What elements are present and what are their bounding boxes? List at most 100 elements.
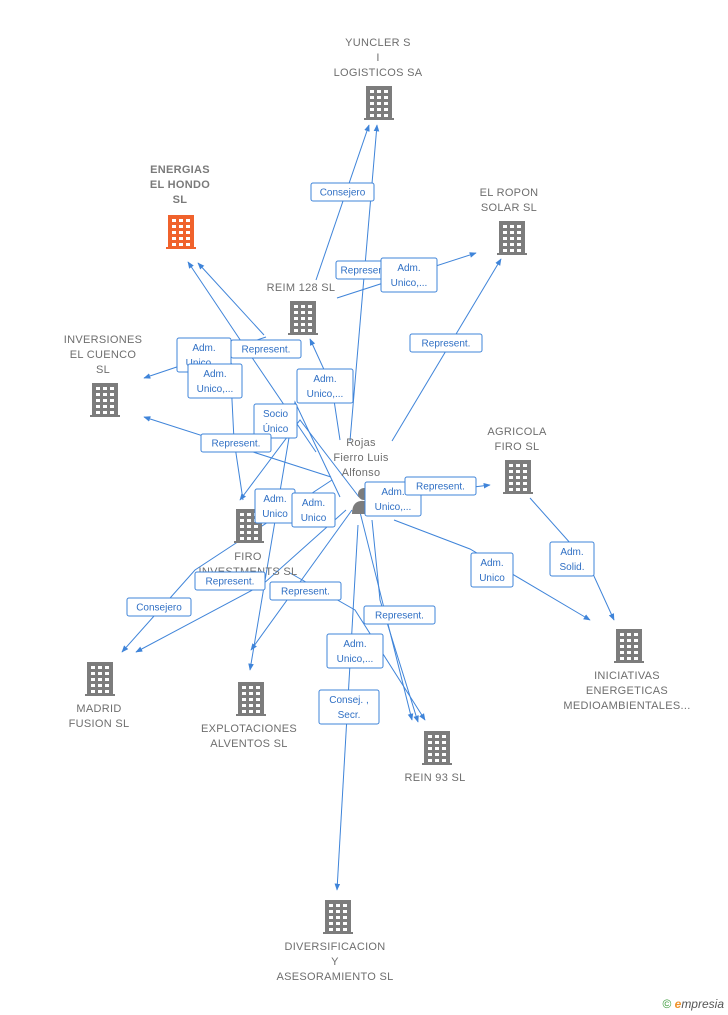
edge-label-text: Adm. (203, 369, 226, 380)
building-icon[interactable] (503, 460, 533, 494)
edge-label-box[interactable]: Represent. (404, 476, 477, 496)
node-label: EL HONDO (150, 179, 210, 191)
edge-label-box[interactable]: Represent. (230, 339, 302, 359)
edge-line (315, 124, 370, 281)
edge-line (349, 124, 380, 442)
building-icon[interactable] (288, 301, 318, 335)
node-label: ENERGETICAS (586, 685, 668, 697)
edge-labels: ConsejeroRepresent.Adm.Unico,...Represen… (126, 182, 595, 725)
edge-label-box[interactable]: Represent. (409, 333, 483, 353)
brand-footer[interactable]: © empresia (662, 997, 724, 1011)
edge-label-text: Secr. (338, 710, 361, 721)
node-explotaciones[interactable]: EXPLOTACIONES ALVENTOS SL (201, 682, 297, 750)
node-madrid[interactable]: MADRID FUSION SL (69, 662, 130, 730)
edge-label-text: Represent. (375, 611, 424, 622)
edge-label-text: Adm. (263, 494, 286, 505)
node-label: Alfonso (342, 467, 381, 479)
edge-line (239, 419, 360, 501)
edge-label-text: Unico (301, 513, 327, 524)
node-yuncler[interactable]: YUNCLER S I LOGISTICOS SA (334, 37, 423, 120)
edge-label-box[interactable]: Consejero (310, 182, 375, 202)
edge-label-text: Adm. (480, 558, 503, 569)
brand-logo: empresia (674, 997, 724, 1011)
node-label: REIM 128 SL (267, 282, 336, 294)
building-icon[interactable] (422, 731, 452, 765)
building-icon[interactable] (497, 221, 527, 255)
building-icon[interactable] (323, 900, 353, 934)
node-reim128[interactable]: REIM 128 SL (267, 282, 336, 335)
edge-label-box[interactable]: Represent. (363, 605, 436, 625)
node-label: SL (173, 194, 188, 206)
node-label: FUSION SL (69, 718, 130, 730)
edge-label-text: Consej. , (329, 695, 368, 706)
edge-label-text: Represent. (242, 345, 291, 356)
edge-label-text: Adm. (397, 263, 420, 274)
edge-label-box[interactable]: Represent. (269, 581, 342, 601)
edge-label-text: Adm. (302, 498, 325, 509)
node-label: FIRO SL (495, 441, 540, 453)
copyright-symbol: © (662, 997, 672, 1011)
building-icon[interactable] (236, 682, 266, 716)
node-label: YUNCLER S (345, 37, 411, 49)
edge-label-text: Único (263, 422, 289, 435)
edge-label-box[interactable]: Adm.Unico,... (187, 363, 243, 399)
edge-line (371, 519, 419, 723)
node-label: I (376, 52, 379, 64)
node-label: INVERSIONES (64, 334, 143, 346)
edge-label-box[interactable]: Adm.Solid. (549, 541, 595, 577)
edge-label-text: Adm. (313, 374, 336, 385)
node-label: Y (331, 956, 339, 968)
building-icon[interactable] (364, 86, 394, 120)
node-label: INICIATIVAS (594, 670, 660, 682)
node-energias[interactable]: ENERGIAS EL HONDO SL (150, 164, 210, 249)
edge-label-text: Unico (479, 573, 505, 584)
edge-label-text: Represent. (281, 587, 330, 598)
edge-label-box[interactable]: Represent. (194, 571, 266, 591)
edge-label-box[interactable]: Adm. Unico (291, 492, 336, 528)
edge-label-box[interactable]: Adm.Unico (254, 488, 296, 524)
edge-label-box[interactable]: Adm. Unico,... (296, 368, 354, 404)
edge-label-text: Unico,... (375, 502, 412, 513)
node-iniciativas[interactable]: INICIATIVASENERGETICASMEDIOAMBIENTALES..… (563, 629, 690, 712)
edge-label-box[interactable]: Adm. Unico (470, 552, 514, 588)
edge-label-text: Consejero (136, 603, 182, 614)
node-label: ENERGIAS (150, 164, 210, 176)
edge-label-box[interactable]: Consej. , Secr. (318, 689, 380, 725)
edge-line (393, 519, 591, 621)
edge-label-box[interactable]: Consejero (126, 597, 192, 617)
node-label: ALVENTOS SL (210, 738, 287, 750)
building-icon[interactable] (90, 383, 120, 417)
node-label: LOGISTICOS SA (334, 67, 423, 79)
node-label: EXPLOTACIONES (201, 723, 297, 735)
nodes: YUNCLER S I LOGISTICOS SA ENERGIAS EL HONDO S… (64, 37, 691, 983)
building-icon[interactable] (614, 629, 644, 663)
edge-label-text: Unico,... (391, 278, 428, 289)
edge-label-text: Represent. (422, 339, 471, 350)
node-label: SL (96, 364, 110, 376)
edge-line (197, 262, 265, 336)
edge-label-text: Adm. (560, 547, 583, 558)
node-rein93[interactable]: REIN 93 SL (404, 731, 465, 784)
building-icon[interactable] (166, 215, 196, 249)
node-label: Rojas (346, 437, 376, 449)
edge-label-box[interactable]: Adm.Unico,... (326, 633, 384, 669)
edge-label-text: Represent. (416, 482, 465, 493)
node-label: ASESORAMIENTO SL (276, 971, 393, 983)
node-inversiones[interactable]: INVERSIONES EL CUENCO SL (64, 334, 143, 417)
node-label: EL ROPON (480, 187, 539, 199)
edge-label-text: Unico,... (307, 389, 344, 400)
node-label: DIVERSIFICACION (284, 941, 385, 953)
node-label: FIRO (234, 551, 262, 563)
node-label: MADRID (76, 703, 121, 715)
node-label: REIN 93 SL (404, 772, 465, 784)
building-icon[interactable] (85, 662, 115, 696)
edge-label-box[interactable]: Adm. Unico,... (380, 257, 438, 293)
node-label: EL CUENCO (70, 349, 137, 361)
edge-label-text: Represent. (212, 439, 261, 450)
node-diversificacion[interactable]: DIVERSIFICACION Y ASESORAMIENTO SL (276, 900, 393, 983)
edge-label-box[interactable]: Represent. (200, 433, 272, 453)
